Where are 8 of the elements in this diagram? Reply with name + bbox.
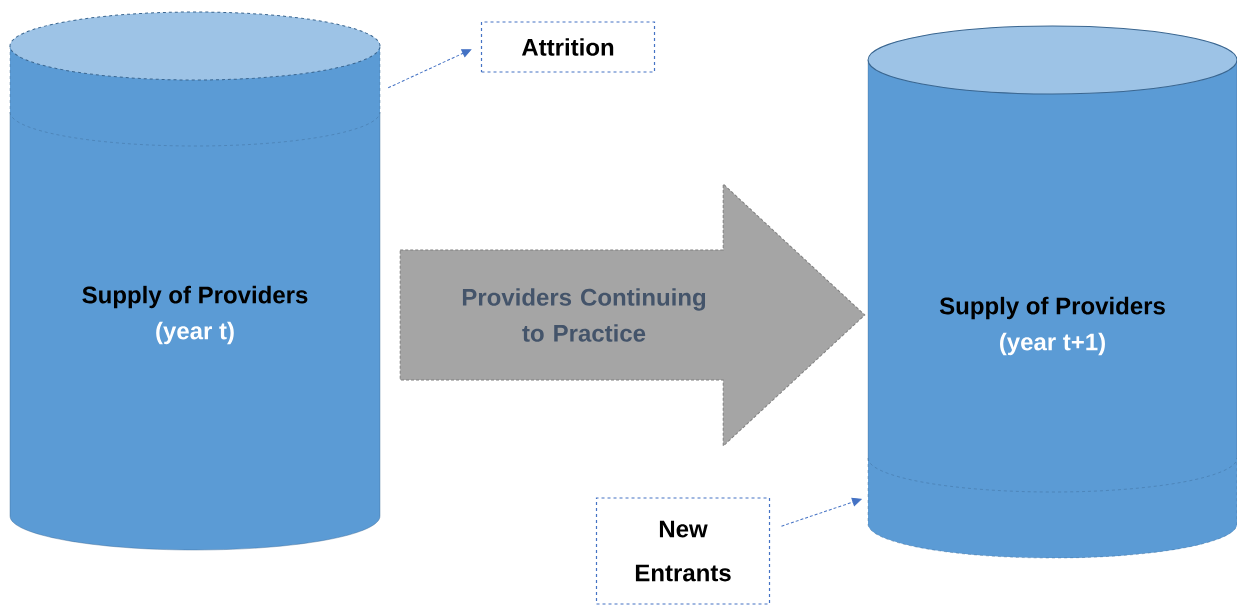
- text-box: Attrition: [480, 21, 656, 73]
- text-box: New Entrants: [595, 497, 771, 605]
- arrow: [781, 497, 862, 527]
- edge-label: Providers Continuing to Practice: [462, 288, 706, 342]
- arrow: [387, 49, 472, 89]
- cylinder: Supply of Providers (year t+1): [867, 25, 1237, 559]
- block-arrow: [399, 183, 866, 447]
- cylinder: Supply of Providers (year t): [9, 11, 381, 551]
